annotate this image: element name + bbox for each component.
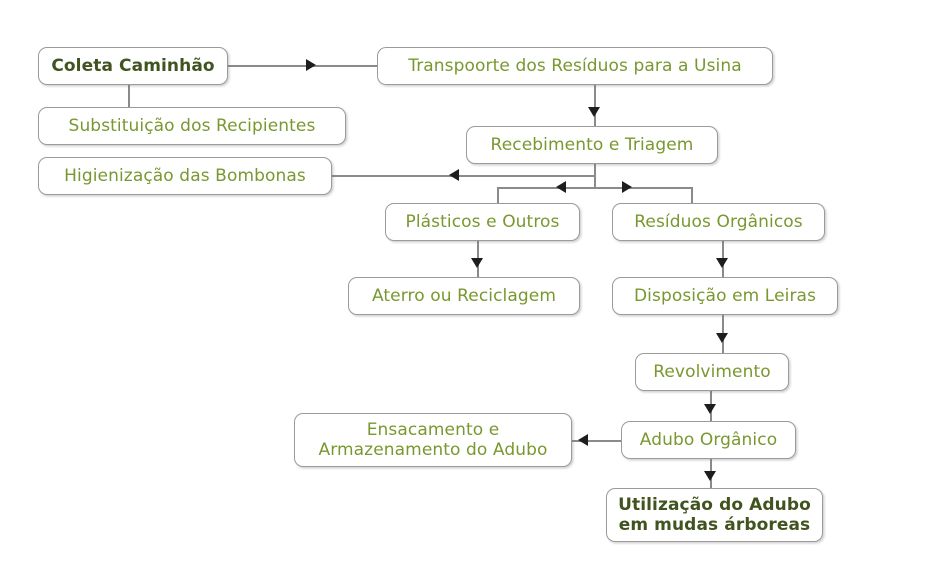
node-revolvimento[interactable]: Revolvimento xyxy=(635,353,789,391)
arrowhead-adubo-to-ensacamento xyxy=(578,434,588,446)
node-label: Substituição dos Recipientes xyxy=(68,115,316,136)
arrowhead-plasticos-to-aterro xyxy=(471,258,483,268)
edge-recebimento-to-higienizacao xyxy=(332,175,595,177)
node-label: Revolvimento xyxy=(653,361,771,382)
arrowhead-recebimento-to-higienizacao xyxy=(449,169,459,181)
node-adubo-organico[interactable]: Adubo Orgânico xyxy=(621,421,796,459)
node-recebimento-triagem[interactable]: Recebimento e Triagem xyxy=(466,126,718,164)
arrowhead-branch-to-organicos xyxy=(622,181,632,193)
node-label: Disposição em Leiras xyxy=(633,285,817,306)
arrowhead-transporte-to-recebimento xyxy=(588,107,600,117)
node-transporte-residuos[interactable]: Transpoorte dos Resíduos para a Usina xyxy=(377,47,773,85)
edge-coleta-to-substituicao xyxy=(128,85,130,107)
edge-branch-drop-plasticos xyxy=(497,187,499,203)
node-label: Plásticos e Outros xyxy=(405,211,560,232)
node-disposicao-leiras[interactable]: Disposição em Leiras xyxy=(612,277,838,315)
edge-coleta-to-transporte xyxy=(228,65,377,67)
edge-adubo-to-ensacamento xyxy=(572,440,621,442)
node-plasticos-outros[interactable]: Plásticos e Outros xyxy=(385,203,580,241)
edge-branch-bus-right xyxy=(594,187,693,189)
node-aterro-reciclagem[interactable]: Aterro ou Reciclagem xyxy=(348,277,580,315)
node-higienizacao-bombonas[interactable]: Higienização das Bombonas xyxy=(38,157,332,195)
node-label: Utilização do Adubo em mudas árboreas xyxy=(618,494,811,535)
node-label: Higienização das Bombonas xyxy=(64,165,306,186)
node-substituicao-recipientes[interactable]: Substituição dos Recipientes xyxy=(38,107,346,145)
edge-branch-bus-left xyxy=(497,187,595,189)
node-utilizacao-adubo[interactable]: Utilização do Adubo em mudas árboreas xyxy=(606,488,823,542)
arrowhead-adubo-to-utilizacao xyxy=(704,471,716,481)
node-coleta-caminhao[interactable]: Coleta Caminhão xyxy=(38,47,228,85)
arrowhead-branch-to-plasticos xyxy=(556,181,566,193)
node-label: Aterro ou Reciclagem xyxy=(371,285,557,306)
arrowhead-coleta-to-transporte xyxy=(306,59,316,71)
arrowhead-revolvimento-to-adubo xyxy=(704,404,716,414)
arrowhead-organicos-to-leiras xyxy=(716,258,728,268)
node-label: Coleta Caminhão xyxy=(51,55,215,76)
edge-transporte-to-recebimento xyxy=(594,85,596,126)
node-label: Resíduos Orgânicos xyxy=(634,211,803,232)
arrowhead-leiras-to-revolvimento xyxy=(716,333,728,343)
node-label: Transpoorte dos Resíduos para a Usina xyxy=(408,55,742,76)
node-residuos-organicos[interactable]: Resíduos Orgânicos xyxy=(612,203,825,241)
node-label: Adubo Orgânico xyxy=(639,429,778,450)
node-ensacamento-armazenamento[interactable]: Ensacamento e Armazenamento do Adubo xyxy=(294,413,572,467)
edge-branch-drop-organicos xyxy=(691,187,693,203)
node-label: Ensacamento e Armazenamento do Adubo xyxy=(318,419,548,460)
node-label: Recebimento e Triagem xyxy=(490,134,694,155)
